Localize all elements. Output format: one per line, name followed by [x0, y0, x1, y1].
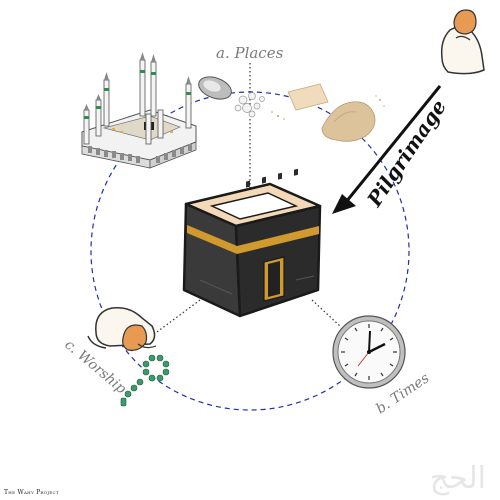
- credit-text: The Wahy Project: [4, 489, 59, 496]
- praying-pilgrim-icon: [440, 9, 485, 75]
- mosque-icon: [81, 52, 197, 169]
- parchment-icon: [271, 83, 329, 120]
- prayer-beads-icon: [120, 354, 170, 407]
- pilgrimage-arrow: [332, 85, 442, 214]
- connector-times: [311, 299, 341, 327]
- label-places: a. Places: [216, 44, 284, 62]
- stone-icon: [198, 76, 232, 100]
- pebbles-icon: [234, 92, 265, 118]
- prostrating-person-icon: [87, 306, 157, 351]
- arabic-watermark: الحج: [429, 461, 486, 496]
- kaaba-icon: [182, 168, 322, 318]
- sand-icon: [321, 95, 385, 142]
- clock-icon: [332, 315, 406, 389]
